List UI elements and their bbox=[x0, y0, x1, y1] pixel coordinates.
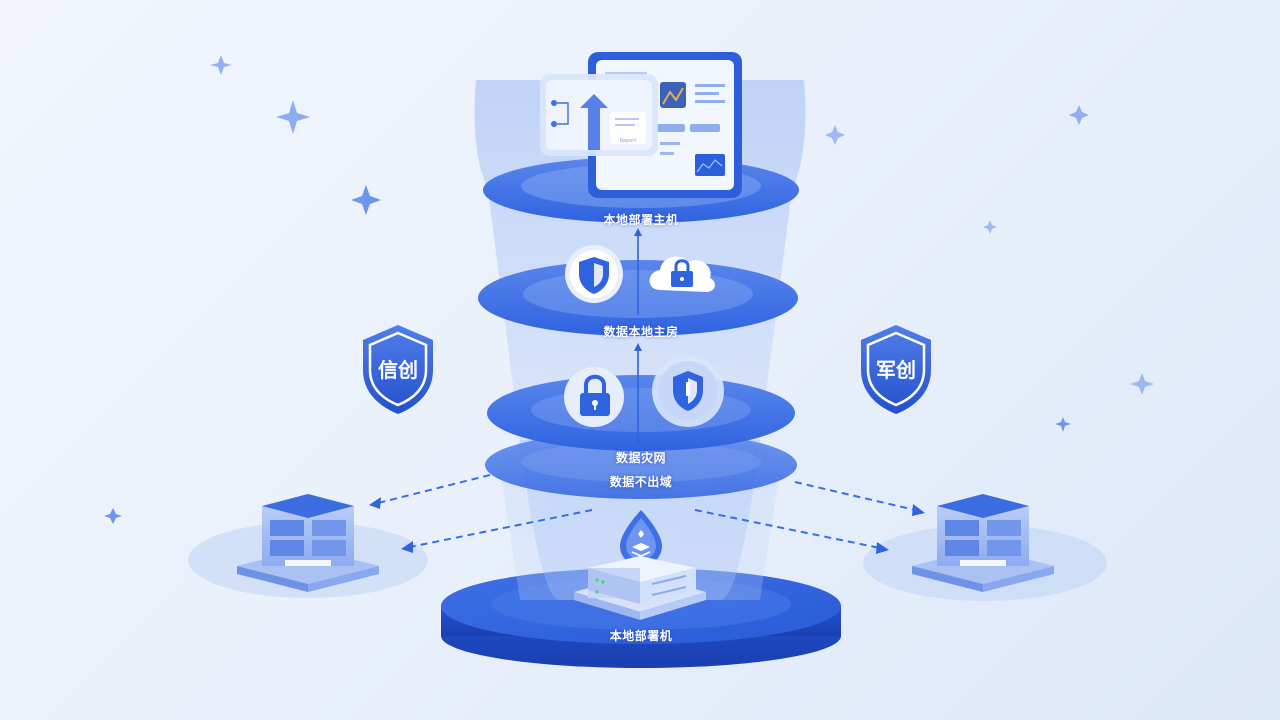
top-host-label: 本地部署主机 bbox=[603, 213, 679, 227]
arrow-to-right-upper bbox=[794, 481, 916, 511]
layer-2-label: 数据本地主房 bbox=[603, 325, 679, 339]
left-shield-badge: 信创 bbox=[363, 325, 433, 414]
left-server-node bbox=[237, 494, 379, 592]
vertical-connectors bbox=[634, 228, 642, 447]
bottom-label: 本地部署机 bbox=[609, 629, 673, 643]
arrowheads bbox=[369, 497, 925, 554]
layer-disc-4 bbox=[485, 431, 797, 499]
sparkle-icon bbox=[1055, 417, 1071, 432]
sparkle-icon bbox=[210, 55, 232, 75]
data-droplet-icon bbox=[620, 510, 662, 566]
report-card-text: Report bbox=[620, 138, 637, 144]
arrow-to-left-upper bbox=[377, 474, 491, 504]
sparkle-icon bbox=[1130, 373, 1154, 395]
right-badge-text: 军创 bbox=[876, 358, 916, 382]
cloud-lock-icon bbox=[649, 256, 715, 292]
arrowhead-icon bbox=[401, 541, 413, 553]
left-badge-text: 信创 bbox=[378, 358, 418, 382]
arrow-down-icon bbox=[634, 439, 642, 447]
arrow-up-icon bbox=[634, 343, 642, 351]
upload-arrow-icon bbox=[580, 94, 608, 150]
central-server-icon bbox=[574, 556, 706, 620]
shield-icon-layer2 bbox=[565, 245, 623, 303]
sparkle-icon bbox=[1069, 105, 1089, 125]
right-shield-badge: 军创 bbox=[861, 325, 931, 414]
right-server-node bbox=[912, 494, 1054, 592]
layer-3-label: 数据灾网 bbox=[615, 451, 667, 465]
arrowhead-icon bbox=[876, 542, 889, 554]
arrowhead-icon bbox=[912, 504, 925, 516]
arrowhead-icon bbox=[369, 497, 381, 509]
dashed-connectors bbox=[377, 474, 916, 549]
arrow-to-left-lower bbox=[409, 509, 593, 548]
sparkle-icon bbox=[825, 125, 845, 145]
arrow-up-icon bbox=[634, 228, 642, 236]
sparkle-icon bbox=[983, 220, 997, 234]
layer-4-label: 数据不出域 bbox=[609, 475, 673, 489]
sparkle-icon bbox=[104, 508, 122, 524]
sparkle-icon bbox=[351, 185, 381, 215]
report-card: Report bbox=[540, 74, 658, 156]
arrow-to-right-lower bbox=[694, 509, 881, 549]
sparkle-icon bbox=[276, 100, 310, 134]
sparkle-icons bbox=[104, 55, 1154, 524]
shield-icon-layer3 bbox=[652, 355, 724, 427]
lock-icon-layer3 bbox=[564, 367, 624, 427]
